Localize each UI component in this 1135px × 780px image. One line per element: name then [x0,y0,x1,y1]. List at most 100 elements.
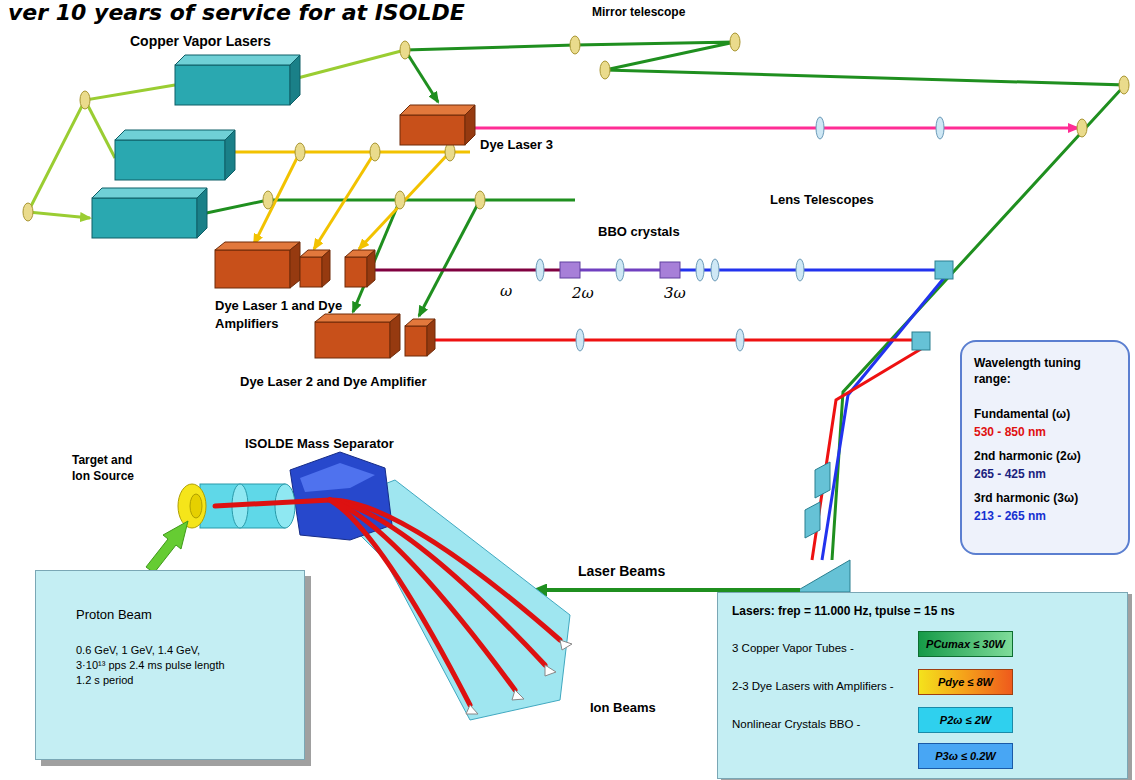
mass-separator [275,484,295,528]
harmonic-label: 2ω [572,284,594,302]
box-text: 530 - 850 nm [974,425,1046,439]
box-text-slot: 2-3 Dye Lasers with Amplifiers - [732,676,894,694]
power-value: P3ω ≤ 0.2W [935,750,995,762]
mass-separator [190,494,202,518]
yellow-pump-beam [235,151,470,154]
harmonic-label-slot: ω [500,282,512,300]
copper-vapor-laser [92,188,207,198]
ion-beam [330,500,515,690]
mirror [80,91,90,109]
pump-beam [290,50,405,80]
info-box: Proton Beam 0.6 GeV, 1 GeV, 1.4 GeV, 3·10… [35,570,305,760]
mirror [730,33,740,51]
lens [616,259,624,281]
part-label-slot: Laser Beams [578,562,665,580]
dye-laser [315,322,390,358]
box-text: 2nd harmonic (2ω) [974,449,1081,463]
dye-laser-1-beam [367,270,944,560]
ion-beam-end [466,640,572,714]
copper-vapor-laser [197,188,207,238]
mirror [400,41,410,59]
bbo-crystal [560,262,680,278]
lens [696,259,704,281]
box-text-slot: 3rd harmonic (3ω) [974,488,1078,506]
box-text-slot: Nonlinear Crystals BBO - [732,714,860,732]
dye-laser [427,319,435,356]
copper-vapor-laser [115,130,235,140]
ion-beam-end [512,690,524,700]
part-label-slot: ISOLDE Mass Separator [245,434,394,452]
box-text: 3rd harmonic (3ω) [974,491,1078,505]
ion-beam-end [466,705,478,714]
prism [805,502,820,538]
copper-vapor-laser [92,55,300,238]
yellow-pump-beam [235,152,470,249]
power-badge: PCumax ≤ 30W [918,631,1013,657]
lens [796,259,804,281]
ion-beam [215,500,330,506]
part-label: Ion Beams [590,700,656,715]
box-text: 2-3 Dye Lasers with Amplifiers - [732,680,894,692]
part-label: Target and Ion Source [72,452,138,484]
mirror [445,143,455,161]
part-label: Mirror telescope [592,5,685,19]
prism [795,560,850,592]
dye-laser-2-beam [427,340,921,560]
part-label-slot: Mirror telescope [592,2,685,20]
dye-laser [215,242,300,250]
dye-laser-2-beam [427,339,912,342]
mirror [263,191,273,209]
prism [912,332,930,350]
mirror [23,33,1129,221]
ion-beam-end [545,665,556,676]
mirror [600,61,610,79]
box-text: 3 Copper Vapor Tubes - [732,642,854,654]
info-box: Lasers: frep = 11.000 Hz, tpulse = 15 ns… [717,592,1128,779]
dye-laser [400,115,465,145]
box-heading: Lasers: frep = 11.000 Hz, tpulse = 15 ns [732,604,955,618]
box-text-slot: 213 - 265 nm [974,506,1046,524]
box-heading: Proton Beam [76,607,152,622]
green-pump-beam [405,50,438,102]
part-label: Dye Laser 3 [480,137,553,152]
part-label-slot: Target and Ion Source [72,452,138,484]
part-label-slot: Dye Laser 2 and Dye Amplifier [240,372,427,390]
part-label-slot: Dye Laser 1 and Dye Amplifiers [215,297,365,332]
part-label: Dye Laser 2 and Dye Amplifier [240,374,427,389]
lens [816,117,824,139]
mass-separator [178,484,206,528]
part-label-slot: Ion Beams [590,698,656,716]
mirror [475,191,485,209]
dye-laser [215,250,290,288]
green-pump-beam [419,200,480,316]
pump-beam [85,100,115,158]
yellow-pump-beam [254,152,300,244]
yellow-pump-beam [359,152,450,249]
bbo-crystal [560,262,580,278]
mirror [1119,76,1129,94]
power-badge: P2ω ≤ 2W [918,707,1013,733]
box-text-slot: 265 - 425 nm [974,464,1046,482]
harmonic-label: 3ω [664,284,686,302]
dye-laser-2-beam [812,349,921,560]
dye-laser [315,314,400,322]
mirror [1077,119,1087,137]
part-label-slot: Lens Telescopes [770,190,874,208]
dye-laser [215,105,475,358]
wavelength-box: Wavelength tuning range:Fundamental (ω)5… [960,340,1130,555]
box-heading-slot: Wavelength tuning range: [974,356,1114,387]
ion-beam [330,500,470,705]
dye-laser [322,250,330,287]
prism [795,261,953,592]
box-text-slot: 530 - 850 nm [974,422,1046,440]
dye-laser-3-beam [475,127,1078,130]
dye-laser-1-beam [367,269,560,272]
part-label: Lens Telescopes [770,192,874,207]
box-text-slot: 0.6 GeV, 1 GeV, 1.4 GeV, 3·10¹³ pps 2.4 … [76,643,226,688]
lens [936,117,944,139]
mirror [23,203,33,221]
prism [935,261,953,279]
mirror [570,36,580,54]
power-value: PCumax ≤ 30W [926,638,1005,650]
